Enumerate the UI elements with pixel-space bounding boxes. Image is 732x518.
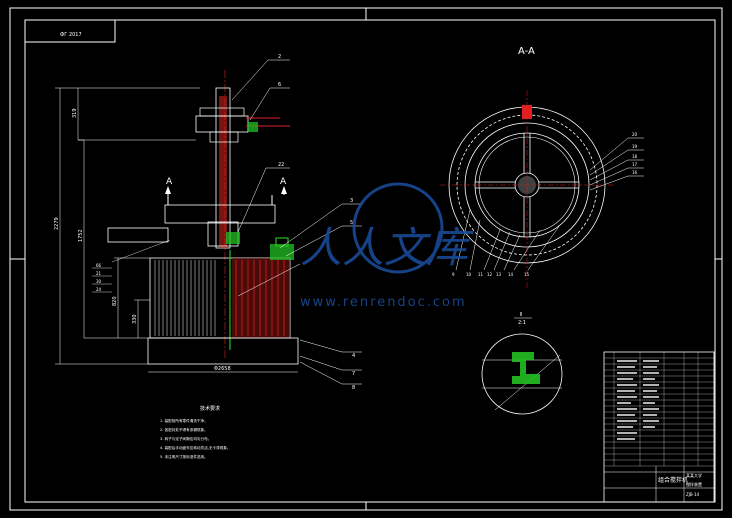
section-arrow-left: A (166, 177, 173, 187)
section-label: A-A (518, 46, 535, 57)
left-fins (154, 260, 216, 336)
callout-7: 7 (352, 371, 355, 377)
callout-3: 3 (350, 198, 353, 204)
upper-housing (164, 204, 276, 224)
tech-req-title: 技术要求 (200, 405, 220, 412)
tech-req-line-1: 1. 装配前所有零件清洗干净。 (160, 418, 208, 423)
watermark-url: www.renrendoc.com (300, 295, 467, 310)
inner-frame (24, 19, 716, 503)
dim-mid-2: 330 (132, 314, 138, 324)
callout-11: 11 (478, 272, 484, 277)
drawing-number-box (24, 19, 116, 43)
callout-2: 2 (278, 54, 281, 60)
callout-5b: 5 (350, 220, 353, 226)
dim-base-width: Φ2658 (214, 366, 231, 372)
watermark-logo-text: 人人文库 (300, 223, 474, 272)
callout-19: 19 (632, 144, 638, 149)
callout-13: 13 (496, 272, 502, 277)
callout-4: 4 (352, 353, 355, 359)
callout-14: 14 (508, 272, 514, 277)
dim-small-b: 21 (96, 271, 102, 276)
callout-12: 12 (487, 272, 493, 277)
tech-req-line-5: 5. 未注明尺寸按标准件选用。 (160, 454, 208, 459)
detail-scale: 2:1 (518, 320, 526, 326)
dim-top-height: 319 (72, 108, 78, 118)
watermark: 人人文库 www.renrendoc.com (300, 182, 474, 310)
title-name: 组合搅拌机 (658, 476, 688, 484)
dim-mid-1: 820 (112, 296, 118, 306)
callout-6: 6 (278, 82, 281, 88)
dim-small-d: 24 (96, 287, 102, 292)
callout-18: 18 (632, 154, 638, 159)
detail-label: Ⅱ (520, 312, 522, 318)
watermark-logo-ring (352, 182, 444, 274)
parts-list: 组合搅拌机 某某大学 搅拌装置 ZJB-14 (603, 351, 715, 503)
detail-seal (512, 352, 540, 384)
title-school: 某某大学 (686, 472, 702, 478)
base-plate (147, 337, 299, 365)
callout-10: 10 (466, 272, 472, 277)
callout-17: 17 (632, 162, 638, 167)
callout-22: 22 (278, 162, 284, 168)
dim-small-c: 30 (96, 279, 102, 284)
section-view: A-A (440, 46, 644, 290)
dim-upper-height: 1752 (78, 229, 84, 242)
detail-circle (481, 333, 563, 415)
detail-view: Ⅱ 2:1 (481, 312, 563, 415)
callout-8: 8 (352, 385, 355, 391)
tech-req-line-2: 2. 各密封处不得有渗漏现象。 (160, 427, 208, 432)
drawing-number-text: ФГ 2017 (60, 32, 82, 38)
tech-req-line-4: 4. 装配后手动盘车应转动灵活,无卡滞现象。 (160, 445, 230, 450)
right-section-hatch (232, 258, 290, 338)
callout-16: 16 (632, 170, 638, 175)
tech-req-line-3: 3. 转子与定子间隙应均匀分布。 (160, 436, 211, 441)
front-view: A A (54, 54, 362, 391)
tech-requirements: 技术要求 1. 装配前所有零件清洗干净。 2. 各密封处不得有渗漏现象。 3. … (160, 405, 230, 459)
callout-15: 15 (524, 272, 530, 277)
dim-small-a: 66 (96, 263, 102, 268)
title-drawing-no: ZJB-14 (686, 492, 700, 497)
title-part: 搅拌装置 (686, 481, 702, 487)
section-arrow-right: A (280, 177, 287, 187)
dim-overall-height: 2279 (54, 217, 60, 230)
callout-9: 9 (452, 272, 455, 277)
callout-20: 20 (632, 132, 638, 137)
